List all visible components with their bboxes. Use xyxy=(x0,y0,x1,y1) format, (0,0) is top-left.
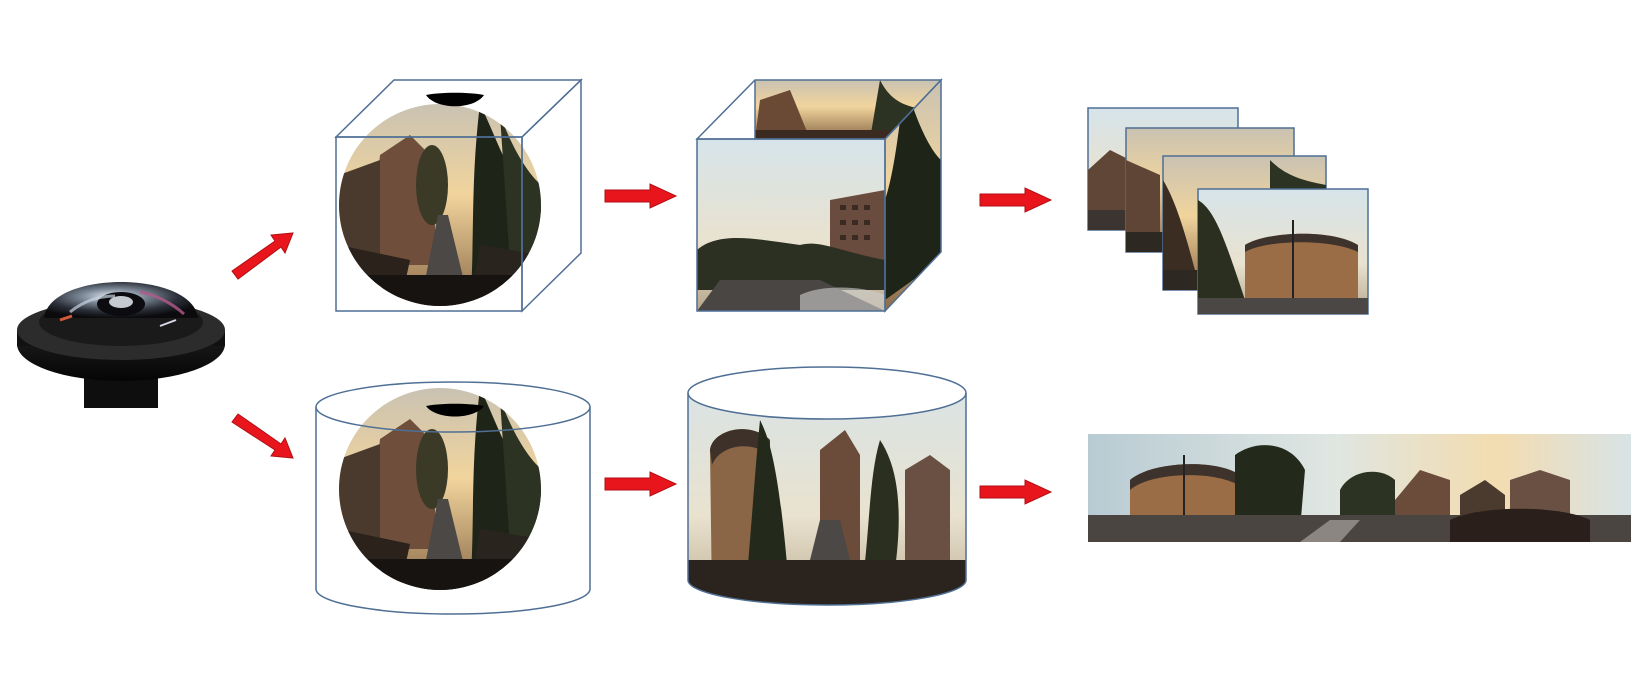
arrow-icon xyxy=(604,183,678,209)
arrow-icon xyxy=(979,479,1053,505)
perspective-image xyxy=(1197,188,1369,315)
cylinder-surface xyxy=(687,366,967,606)
arrow-icon xyxy=(231,413,294,459)
top-cap xyxy=(426,92,484,107)
top-cap xyxy=(426,403,484,417)
arrow-icon xyxy=(231,232,294,280)
arrow-icon xyxy=(604,471,678,497)
cube-projection xyxy=(334,78,583,313)
cube-unfolded-faces xyxy=(695,78,943,313)
panorama-strip xyxy=(1088,434,1631,542)
fisheye-lens-icon xyxy=(17,282,225,408)
arrow-icon xyxy=(979,187,1053,213)
cylinder-projection xyxy=(315,381,591,615)
perspective-image-stack xyxy=(1087,107,1369,315)
